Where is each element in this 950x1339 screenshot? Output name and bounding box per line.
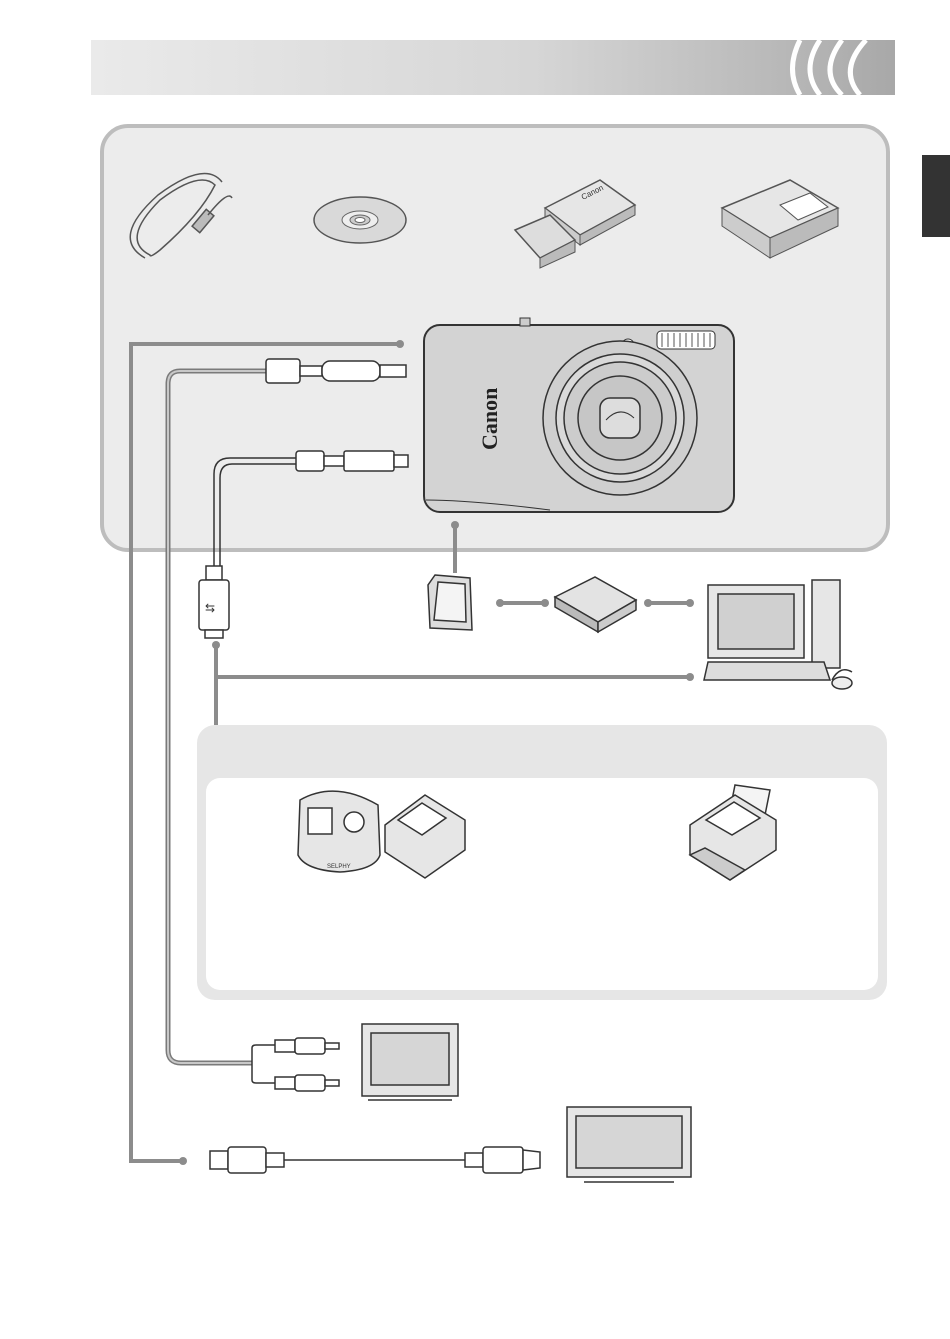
battery-charger-icon bbox=[722, 180, 838, 258]
rca-connectors bbox=[252, 1038, 339, 1091]
av-cable-inner bbox=[168, 371, 280, 1063]
digital-camera-icon: Canon bbox=[424, 318, 734, 512]
svg-text:⇆: ⇆ bbox=[205, 601, 215, 615]
hdmi-connectors bbox=[210, 1147, 540, 1173]
wrist-strap-icon bbox=[130, 174, 232, 258]
compact-photo-printer-icon: SELPHY bbox=[298, 791, 465, 878]
usb-cable bbox=[214, 458, 298, 570]
battery-pack-icon: Canon bbox=[515, 180, 635, 268]
selphy-brand-text: SELPHY bbox=[327, 864, 351, 870]
av-connector bbox=[266, 359, 406, 383]
card-reader-icon bbox=[555, 577, 636, 632]
camera-brand-text: Canon bbox=[477, 388, 502, 450]
hdtv-icon bbox=[567, 1107, 691, 1182]
inkjet-printer-icon bbox=[690, 785, 776, 880]
computer-icon bbox=[704, 580, 852, 689]
usb-a-connector: ⇆ bbox=[199, 566, 229, 638]
header-arc-decoration bbox=[793, 40, 867, 95]
cd-rom-icon bbox=[314, 197, 406, 243]
av-cable bbox=[168, 371, 280, 1063]
television-icon bbox=[362, 1024, 458, 1100]
memory-card-icon bbox=[428, 575, 472, 630]
usb-mini-connector bbox=[296, 451, 408, 471]
